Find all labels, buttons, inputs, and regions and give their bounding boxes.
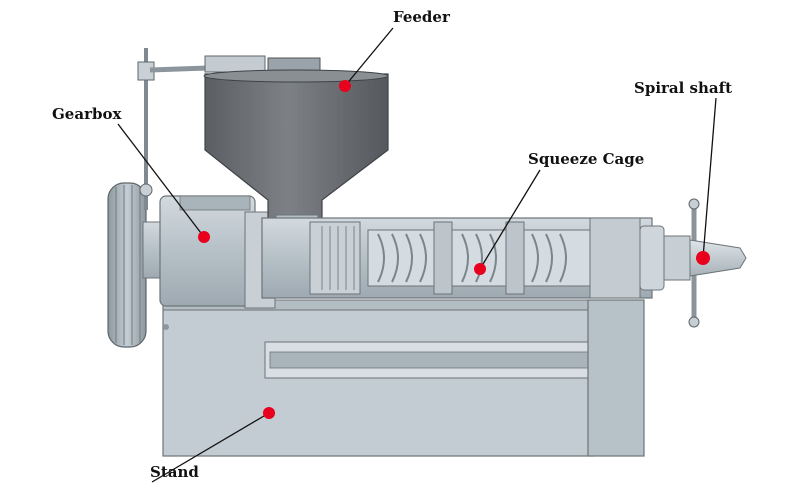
leader-line-spiral-shaft (702, 97, 717, 259)
label-gearbox: Gearbox (52, 105, 122, 123)
squeeze-cage-barrel (261, 217, 665, 299)
leader-lines (117, 27, 717, 483)
label-feeder: Feeder (393, 8, 450, 26)
marker-dot-gearbox (198, 231, 210, 243)
leader-line-squeeze-cage (479, 169, 541, 270)
marker-dot-stand (263, 407, 275, 419)
label-spiral-shaft: Spiral shaft (634, 79, 733, 97)
stand-base (162, 299, 645, 457)
marker-dot-squeeze-cage (474, 263, 486, 275)
lever-rod (137, 48, 266, 210)
leader-line-gearbox (117, 123, 205, 238)
leader-line-stand (151, 412, 270, 483)
spiral-shaft-end (663, 198, 747, 328)
marker-dot-spiral-shaft (696, 251, 710, 265)
marker-dots (198, 80, 710, 419)
gearbox-housing (142, 195, 276, 330)
label-squeeze-cage: Squeeze Cage (528, 150, 645, 168)
label-stand: Stand (150, 463, 199, 481)
leader-line-feeder (344, 27, 394, 87)
pulley-wheel (107, 182, 147, 348)
marker-dot-feeder (339, 80, 351, 92)
